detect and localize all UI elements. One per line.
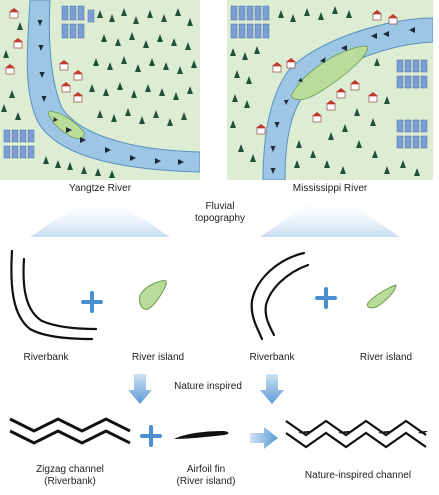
- river-island-right-shape: [367, 284, 397, 309]
- riverbank-left-label: Riverbank: [23, 352, 69, 363]
- topography-label: topography: [194, 213, 246, 224]
- river-island-left-label: River island: [131, 352, 185, 363]
- zigzag-channel-label: Zigzag channel: [36, 464, 104, 475]
- nature-inspired-arrows: [128, 374, 284, 404]
- river-island-right-label: River island: [359, 352, 413, 363]
- down-arrow-left: [128, 374, 152, 404]
- nature-inspired-channel-fins: [298, 431, 428, 434]
- trees-right: [230, 6, 420, 176]
- nature-inspired-channel-shape: [285, 419, 427, 449]
- plus-icon-left: [81, 291, 103, 313]
- airfoil-fin-label: Airfoil fin: [186, 464, 226, 475]
- design-row: [9, 417, 428, 449]
- yangtze-map: [0, 0, 200, 180]
- river-island-left-shape: [139, 280, 167, 310]
- riverbank-left-shape: [10, 249, 98, 341]
- fluvial-label: Fluvial: [205, 201, 235, 212]
- trees-left: [1, 8, 197, 178]
- airfoil-fin-sublabel: (River island): [176, 476, 236, 487]
- riverbank-right-shape: [250, 251, 310, 341]
- elements-row: [10, 249, 397, 341]
- plus-icon-design: [140, 425, 162, 447]
- nature-inspired-channel-label: Nature-inspired channel: [304, 470, 412, 481]
- nature-inspired-label: Nature inspired: [174, 381, 242, 392]
- right-arrow: [250, 427, 278, 449]
- down-arrow-right: [260, 374, 284, 404]
- left-fan: [30, 197, 170, 237]
- riverbank-right-label: Riverbank: [249, 352, 295, 363]
- plus-icon-right: [315, 287, 337, 309]
- building-cluster-left: [3, 5, 95, 159]
- fluvial-fans: [30, 197, 400, 237]
- zigzag-channel-shape: [9, 417, 131, 445]
- mississippi-caption: Mississippi River: [292, 183, 368, 194]
- yangtze-caption: Yangtze River: [68, 183, 132, 194]
- zigzag-channel-sublabel: (Riverbank): [44, 476, 96, 487]
- houses-right: [256, 10, 398, 135]
- mississippi-map: [227, 0, 433, 180]
- right-fan: [260, 197, 400, 237]
- building-cluster-right: [230, 5, 428, 149]
- airfoil-fin-shape: [174, 431, 229, 439]
- houses-left: [5, 8, 83, 103]
